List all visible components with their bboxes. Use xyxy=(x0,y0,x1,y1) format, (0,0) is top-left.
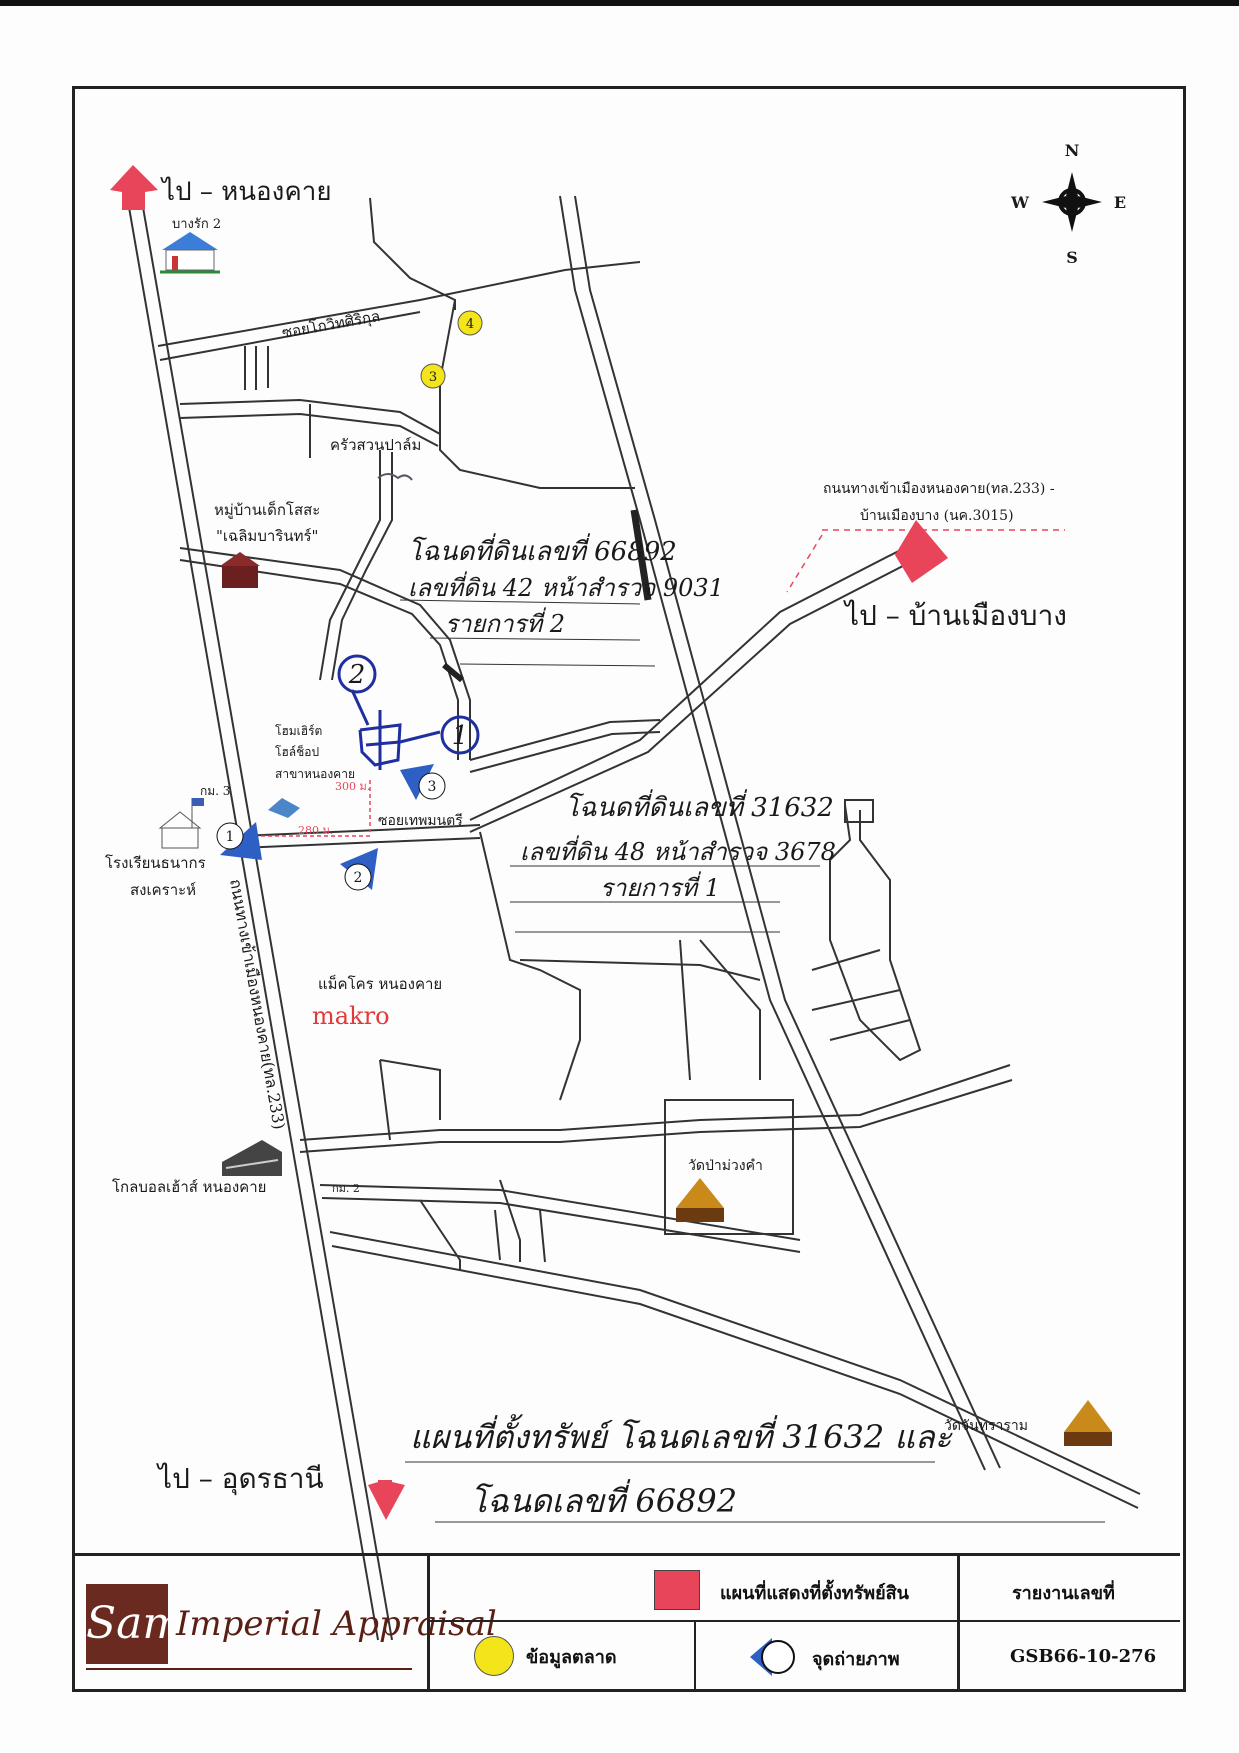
brand-underline xyxy=(86,1668,412,1670)
svg-text:2: 2 xyxy=(348,660,366,690)
caption-line1: แผนที่ตั้งทรัพย์ โฉนดเลขที่ 31632 และ xyxy=(410,1414,954,1456)
map-frame xyxy=(72,86,1186,1692)
market-dot-icon xyxy=(474,1636,514,1676)
deed-note-2: โฉนดที่ดินเลขที่ 66892 เลขที่ดิน 42 หน้า… xyxy=(399,533,724,667)
photo-point-3: 3 xyxy=(400,764,446,800)
scan-top-edge xyxy=(0,0,1239,6)
legend-property-label: แผนที่แสดงที่ตั้งทรัพย์สิน xyxy=(720,1583,909,1604)
legend-photo-label: จุดถ่ายภาพ xyxy=(812,1649,900,1670)
report-number: GSB66-10-276 xyxy=(1010,1646,1157,1667)
market-point-4: 4 xyxy=(457,310,483,336)
compass-e: E xyxy=(1114,193,1126,212)
road-highlight xyxy=(442,662,464,683)
legend-property: แผนที่แสดงที่ตั้งทรัพย์สิน xyxy=(430,1556,960,1622)
temple-icon xyxy=(1064,1400,1112,1446)
village-building-icon xyxy=(220,552,260,588)
label-soi-kowit: ซอยโกวิทศิริกุล xyxy=(281,307,382,343)
label-temple-2: วัดจันทราราม xyxy=(944,1418,1028,1434)
property-plot-outline xyxy=(350,689,441,770)
handwritten-caption: แผนที่ตั้งทรัพย์ โฉนดเลขที่ 31632 และ โฉ… xyxy=(405,1414,1105,1523)
svg-text:3: 3 xyxy=(429,370,437,385)
label-to-udon: ไป – อุดรธานี xyxy=(156,1462,324,1496)
photo-point-1: 1 xyxy=(216,822,262,860)
label-main-road: ถนนทางเข้าเมืองหนองคาย(ทล.233) xyxy=(226,877,289,1131)
school-icon xyxy=(158,798,204,849)
svg-text:1: 1 xyxy=(226,829,235,845)
label-school-1: โรงเรียนธนากร xyxy=(105,854,206,872)
road-note-1: ถนนทางเข้าเมืองหนองคาย(ทล.233) - xyxy=(823,481,1055,497)
shop-icon xyxy=(268,798,300,818)
legend-photo: จุดถ่ายภาพ xyxy=(696,1622,960,1689)
south-arrow xyxy=(368,1480,405,1520)
global-house-icon xyxy=(222,1140,282,1176)
label-village-1: หมู่บ้านเด็กโสสะ xyxy=(214,500,320,519)
restaurant-icon xyxy=(377,473,413,481)
label-village-2: "เฉลิมบารินทร์" xyxy=(216,527,318,545)
north-arrow xyxy=(110,165,158,210)
label-to-nongkhai: ไป – หนองคาย xyxy=(160,176,332,207)
road-network xyxy=(125,189,1141,1641)
label-bangrak: บางรัก 2 xyxy=(172,217,221,232)
svg-text:2: 2 xyxy=(354,870,363,886)
road-note-2: บ้านเมืองบาง (นค.3015) xyxy=(860,508,1014,524)
report-label-cell: รายงานเลขที่ xyxy=(960,1556,1180,1622)
report-number-cell: GSB66-10-276 xyxy=(960,1622,1180,1689)
label-restaurant: ครัวสวนปาล์ม xyxy=(330,436,421,454)
label-to-ban-muang-bang: ไป – บ้านเมืองบาง xyxy=(843,599,1067,632)
makro-logo: makro xyxy=(312,1002,390,1030)
label-temple-1: วัดป่าม่วงคำ xyxy=(688,1158,763,1174)
deed2-line2: เลขที่ดิน 42 หน้าสำรวจ 9031 xyxy=(408,571,724,602)
deed1-line2: เลขที่ดิน 48 หน้าสำรวจ 3678 xyxy=(520,835,836,866)
svg-text:1: 1 xyxy=(452,721,469,751)
house-icon xyxy=(160,232,220,274)
distance-markers xyxy=(240,780,371,837)
deed2-line3: รายการที่ 2 xyxy=(445,607,565,638)
compass-w: W xyxy=(1010,193,1030,212)
compass-n: N xyxy=(1065,141,1080,160)
temple-icon xyxy=(676,1178,724,1222)
compass-rose: N S E W xyxy=(1010,141,1126,267)
brand-name: Imperial Appraisal xyxy=(176,1604,497,1644)
legend-market: ข้อมูลตลาด xyxy=(430,1622,696,1689)
label-km3: กม. 3 xyxy=(200,784,230,798)
deed2-line1: โฉนดที่ดินเลขที่ 66892 xyxy=(408,533,677,567)
svg-text:4: 4 xyxy=(466,317,474,332)
brand-logo: Sam xyxy=(86,1584,184,1664)
plot-marker-2: 2 xyxy=(337,654,377,694)
photo-point-2: 2 xyxy=(340,848,378,891)
legend-bar: Sam Imperial Appraisal แผนที่แสดงที่ตั้ง… xyxy=(72,1553,1180,1689)
brand-panel: Sam Imperial Appraisal xyxy=(72,1556,497,1689)
road-highlight xyxy=(630,509,652,601)
photo-point-icon xyxy=(750,1638,795,1676)
label-shop-2: โฮล์ช็อป xyxy=(275,744,319,759)
deed1-line1: โฉนดที่ดินเลขที่ 31632 xyxy=(565,789,834,823)
label-global-house: โกลบอลเฮ้าส์ หนองคาย xyxy=(112,1178,266,1196)
label-shop-3: สาขาหนองคาย xyxy=(275,767,355,781)
deed-note-1: โฉนดที่ดินเลขที่ 31632 เลขที่ดิน 48 หน้า… xyxy=(510,789,836,933)
label-dist-280: 280 ม. xyxy=(298,824,333,837)
svg-text:3: 3 xyxy=(428,779,437,795)
market-point-3: 3 xyxy=(420,363,446,389)
road-note-pointer xyxy=(786,529,1065,593)
plot-marker-1: 1 xyxy=(440,715,480,755)
compass-s: S xyxy=(1066,248,1078,267)
label-soi-thepmontri: ซอยเทพมนตรี xyxy=(378,813,463,829)
caption-line2: โฉนดเลขที่ 66892 xyxy=(470,1479,737,1520)
legend-market-label: ข้อมูลตลาด xyxy=(526,1647,617,1668)
deed1-line3: รายการที่ 1 xyxy=(600,871,720,902)
label-shop-1: โฮมเฮิร์ต xyxy=(275,724,322,738)
label-dist-300: 300 ม. xyxy=(335,780,370,793)
east-arrow xyxy=(895,520,948,583)
label-school-2: สงเคราะห์ xyxy=(130,881,196,899)
report-label: รายงานเลขที่ xyxy=(1012,1583,1115,1604)
label-makro-th: แม็คโคร หนองคาย xyxy=(318,974,442,993)
label-km2: กม. 2 xyxy=(332,1182,360,1195)
property-swatch-icon xyxy=(654,1570,700,1610)
